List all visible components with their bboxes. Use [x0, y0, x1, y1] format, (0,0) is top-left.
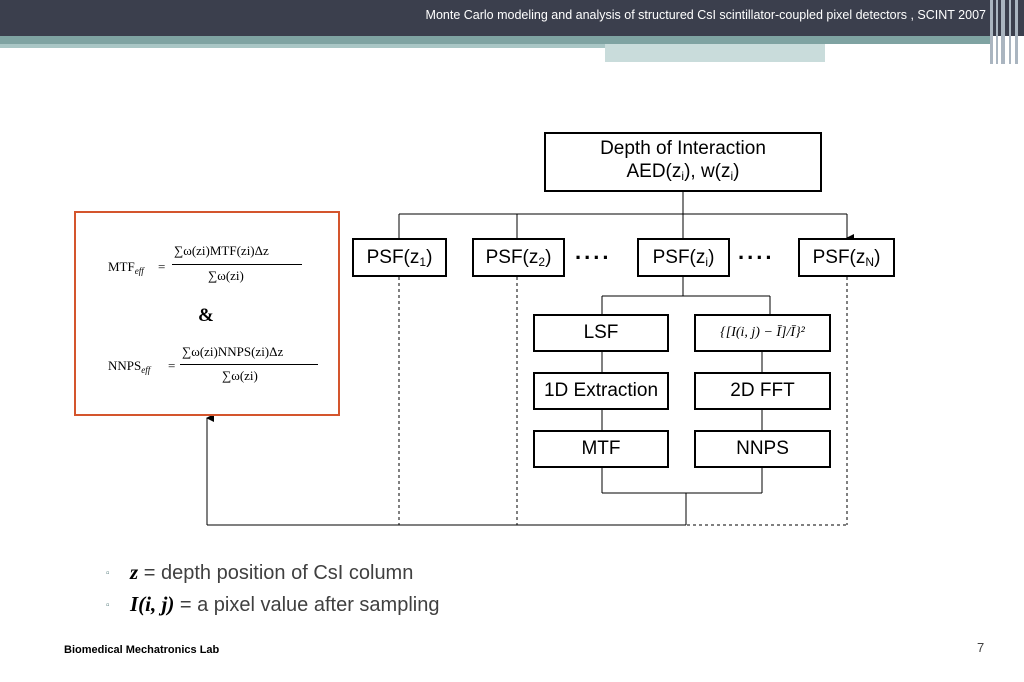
- mtf-eff-label: MTFeff: [108, 259, 144, 276]
- lab-name: Biomedical Mechatronics Lab: [64, 644, 220, 656]
- ellipsis-right: ....: [738, 239, 775, 264]
- fft-box: 2D FFT: [694, 372, 831, 410]
- nnps-denominator: ∑ω(zi): [222, 368, 258, 383]
- page-number: 7: [977, 640, 985, 655]
- header-band-tab: [605, 44, 825, 62]
- effective-formula-box: MTFeff = ∑ω(zi)MTF(zi)Δz ∑ω(zi) & NNPSef…: [74, 211, 340, 416]
- header-bar: Monte Carlo modeling and analysis of str…: [0, 0, 1024, 36]
- bullet-marker: ▫: [106, 568, 110, 579]
- nnps-eff-label: NNPSeff: [108, 358, 151, 375]
- ellipsis-left: ....: [575, 239, 612, 264]
- depth-of-interaction-box: Depth of Interaction AED(zi), w(zi): [544, 132, 822, 192]
- slide-title: Monte Carlo modeling and analysis of str…: [425, 8, 986, 22]
- header-band-light: [0, 44, 605, 48]
- mtf-numerator: ∑ω(zi)MTF(zi)Δz: [174, 243, 269, 258]
- header-band: [0, 36, 990, 44]
- psf-zn-box: PSF(zN): [798, 238, 895, 277]
- bullet-pixel: I(i, j) = a pixel value after sampling: [130, 592, 440, 616]
- doi-line1: Depth of Interaction: [600, 137, 766, 159]
- mtf-equals: =: [158, 259, 166, 274]
- mtf-box: MTF: [533, 430, 669, 468]
- psf-z1-box: PSF(z1): [352, 238, 447, 277]
- bullet-depth: z = depth position of CsI column: [130, 560, 414, 584]
- psf-zi-box: PSF(zi): [637, 238, 730, 277]
- mtf-denominator: ∑ω(zi): [208, 268, 244, 283]
- mtf-fraction-bar: [172, 264, 302, 265]
- doi-line2: AED(zi), w(zi): [626, 160, 740, 183]
- nnps-formula-box: {[I(i, j) − Ī]/Ī}²: [694, 314, 831, 352]
- extraction-box: 1D Extraction: [533, 372, 669, 410]
- lsf-box: LSF: [533, 314, 669, 352]
- bullet-marker: ▫: [106, 600, 110, 611]
- nnps-numerator: ∑ω(zi)NNPS(zi)Δz: [182, 344, 284, 359]
- nnps-box: NNPS: [694, 430, 831, 468]
- header-stripes: [988, 0, 1024, 64]
- nnps-fraction-bar: [180, 364, 318, 365]
- ampersand: &: [198, 305, 214, 326]
- psf-z2-box: PSF(z2): [472, 238, 565, 277]
- nnps-equals: =: [168, 358, 176, 373]
